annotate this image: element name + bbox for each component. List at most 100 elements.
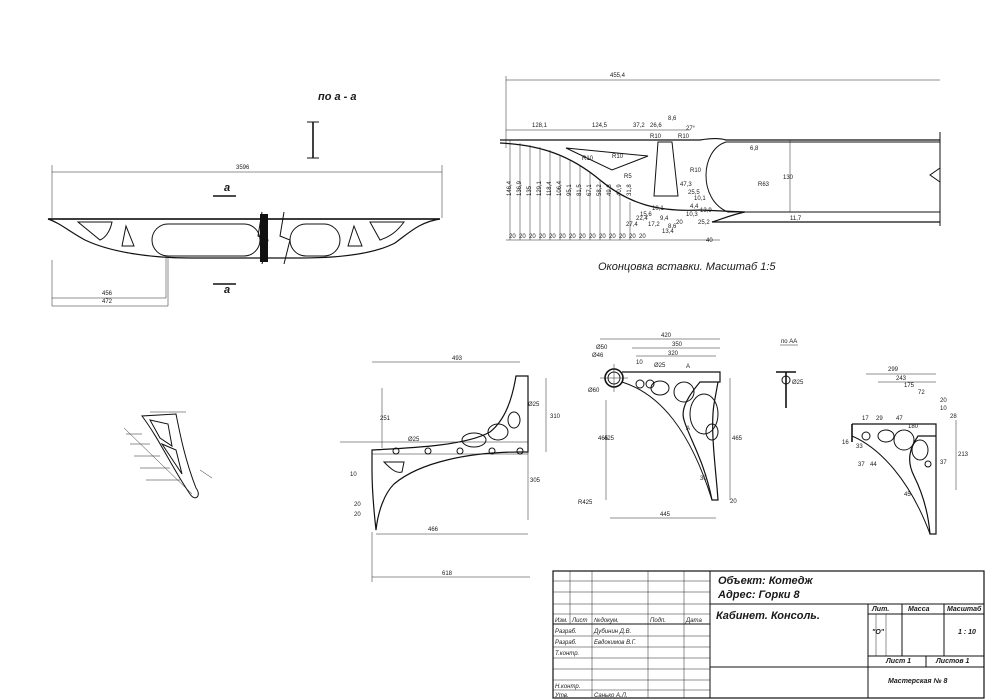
dim-v10: 10 [350,472,357,478]
height-label: 146,4 [507,180,513,196]
dim-17: 17 [862,416,869,422]
spacing-label: 20 [619,234,626,240]
height-label: 136,9 [517,180,523,196]
dim-r10-c: R10 [582,156,594,162]
small-dim-label: 9,4 [660,216,669,222]
lit-header: Лит. [871,606,889,613]
dim-angle: 27° [686,126,696,132]
section-mark-bottom: а [224,284,230,296]
dim-456: 456 [102,291,113,297]
row-name-1: Дубинин Д.В. [593,629,631,635]
dim-10: 10 [636,360,643,366]
console-view: 493 251 310 Ø25 Ø25 305 10 20 20 466 618 [340,356,561,582]
dim-d25: Ø25 [654,363,666,369]
height-label: 118,4 [547,181,553,196]
height-label: 31,8 [627,184,633,196]
dim-37-a: 37 [858,462,865,468]
dim-d50: Ø50 [596,345,608,351]
dim-40: 40 [706,238,713,244]
end-caption: Оконцовка вставки. Масштаб 1:5 [598,261,776,273]
title-block: Изм. Лист №докум. Подп. Дата Разраб. Дуб… [552,570,985,699]
slot-left [565,147,649,171]
dim-v20-a: 20 [354,502,361,508]
end-detail-view: 455,4 128,1 124,5 37,2 26,6 8,6 R10 R10 … [499,73,941,273]
drawing-title: Кабинет. Консоль. [716,610,820,622]
dim-299: 299 [888,367,899,373]
small-dim-label: 20 [676,220,683,226]
small-dim-labels: 27,422,417,215,610,19,48,613,42010,34,42… [626,182,712,235]
row-role-1: Разраб. [555,629,577,635]
dim-8: 8,6 [668,116,677,122]
dim-20: 20 [730,499,737,505]
spacing-label: 20 [629,234,636,240]
small-dim-label: 10,1 [694,196,706,202]
dim-47: 47 [896,416,903,422]
height-label: 81,5 [577,184,583,196]
dim-r5: R5 [624,174,632,180]
sheet-count: Листов 1 [935,658,970,665]
hdr-doc: №докум. [594,617,619,624]
section-mark-a2: А [686,426,690,432]
hdr-izm: Изм. [555,618,568,624]
height-label: 129,1 [537,180,543,196]
cutout-right-2 [347,224,363,247]
height-label: 95,1 [567,184,573,196]
dim-320: 320 [668,351,679,357]
cutout-center-right [289,223,341,257]
mass-header: Масса [908,606,930,613]
dim-r10-a: R10 [678,134,690,140]
sheet-number: Лист 1 [885,658,911,665]
spacing-label: 20 [509,234,516,240]
mid-console-body [622,371,721,501]
height-label: 67,1 [587,184,593,196]
dim-33: 33 [856,444,863,450]
height-ticks [506,140,720,241]
dim-r10-e: R10 [690,168,702,174]
small-dim-label: 13,4 [662,229,674,235]
height-label: 58,2 [597,184,603,196]
small-dim-label: 13,9 [700,208,712,214]
console-body [371,375,529,531]
dim-r-28: 28 [950,414,957,420]
object-title: Объект: Котедж [718,575,814,587]
height-label: 49,8 [607,184,613,196]
section-mark-top: а [224,182,230,194]
right-console-view: 299 243 175 72 20 10 28 17 29 47 180 33 … [842,367,969,535]
height-label: 135 [527,185,533,196]
slot-right [705,141,941,213]
view-aa-label: по АА [781,339,797,345]
spacing-label: 20 [599,234,606,240]
row-name-6: Санько А.Л. [594,693,627,699]
dim-v20-b: 20 [354,512,361,518]
dim-251: 251 [380,416,391,422]
row-role-3: Т.контр. [555,651,579,657]
hdr-list: Лист [571,618,587,624]
dim-d25-a: Ø25 [528,402,540,408]
section-label: по а - а [318,91,357,103]
dim-465: 465 [598,436,609,442]
dim-124: 124,5 [592,123,608,129]
dim-30: 30 [700,476,707,482]
dim-d60: Ø60 [588,388,600,394]
small-dim-label: 4,4 [690,204,699,210]
dim-44: 44 [870,462,877,468]
height-label: 106,4 [557,180,563,196]
dim-175: 175 [904,383,915,389]
dim-420: 420 [661,333,672,339]
cutout-right-1 [369,221,406,241]
address-title: Адрес: Горки 8 [717,589,801,601]
lit-value: "О" [872,629,885,636]
dim-130: 130 [783,175,794,181]
dim-11-7: 11,7 [790,216,802,222]
spacing-label: 20 [589,234,596,240]
panel-profile [47,218,441,259]
section-mark-a1: А [686,364,690,370]
spacing-label: 20 [529,234,536,240]
dim-d46: Ø46 [592,353,604,359]
top-panel-view: по а - а 3596 а а 456 472 [47,91,443,307]
spacing-label: 20 [519,234,526,240]
dim-37: 37,2 [633,123,645,129]
dim-466: 466 [428,527,439,533]
